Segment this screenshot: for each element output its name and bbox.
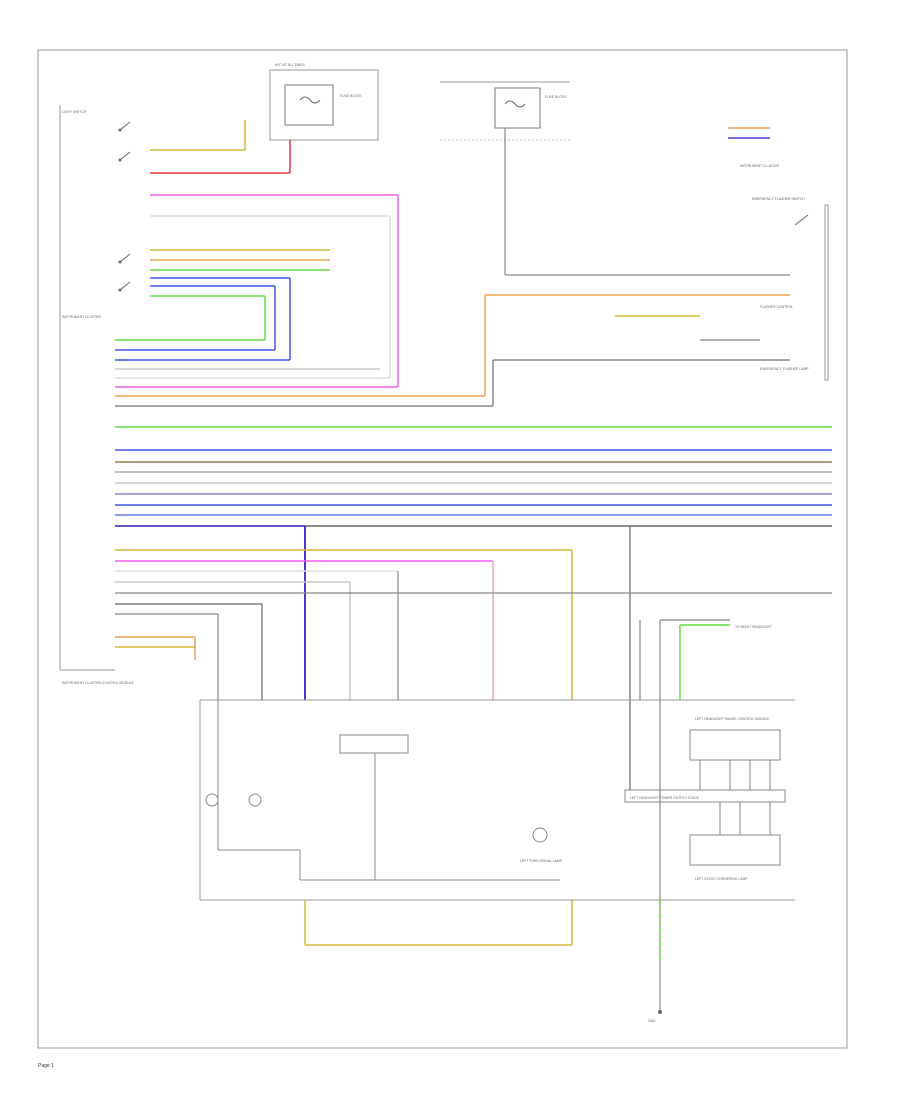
labels: LIGHT SWITCH INSTRUMENT CLUSTER HOT AT A… — [62, 63, 809, 1023]
label-left-switch: LIGHT SWITCH — [62, 110, 87, 114]
outer-frame — [37, 49, 848, 1049]
downlead-wires — [115, 525, 832, 700]
label-ground: GND — [648, 1019, 656, 1023]
flasher-area — [505, 127, 829, 381]
left-headlight-assembly — [199, 699, 795, 1010]
left-switch-group — [59, 105, 131, 671]
label-instrument-cluster: INSTRUMENT CLUSTER — [62, 315, 101, 319]
label-emergency-flasher: EMERGENCY FLASHER SWITCH — [752, 197, 805, 201]
label-hot-at-all-times: HOT AT ALL TIMES — [275, 63, 306, 67]
page-label: Page 1 — [38, 1063, 54, 1069]
label-fuse-left: FUSE BLOCK — [340, 94, 362, 98]
label-left-headlight-output: LEFT HEADLIGHT POWER OUTPUT STAGE — [630, 796, 700, 800]
label-left-headlight-module: LEFT HEADLIGHT RANGE CONTROL MODULE — [695, 717, 770, 721]
label-fuse-right: FUSE BLOCK — [545, 95, 567, 99]
label-flasher-lamp: EMERGENCY FLASHER LAMP — [760, 367, 809, 371]
ground-wires — [304, 900, 662, 1014]
label-to-right-headlight: TO RIGHT HEADLIGHT — [735, 625, 771, 629]
main-bus — [115, 426, 832, 790]
label-right-top: INSTRUMENT CLUSTER — [740, 164, 779, 168]
label-cluster-module: INSTRUMENT CLUSTER CONTROL MODULE — [62, 681, 135, 685]
label-left-static-corner: LEFT STATIC CORNERING LAMP — [695, 877, 748, 881]
label-flasher-control: FLASHER CONTROL — [760, 305, 793, 309]
connector-bus-left — [115, 294, 790, 407]
upper-wires — [150, 120, 399, 387]
fuse-block-right — [440, 81, 570, 275]
fuse-block-left — [269, 69, 379, 141]
label-left-turn-lamp: LEFT TURN SIGNAL LAMP — [520, 859, 563, 863]
